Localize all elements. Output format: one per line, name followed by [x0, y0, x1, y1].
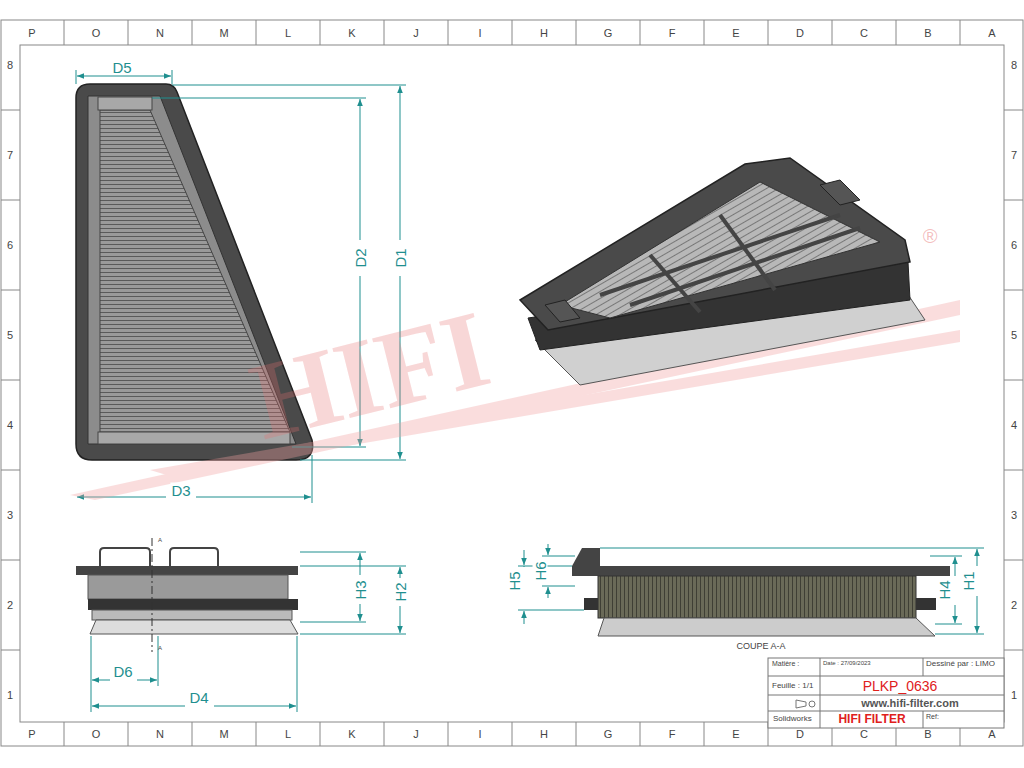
- grid-reference: L: [285, 729, 291, 740]
- dimension-label: H4: [937, 579, 952, 600]
- dimension-label: H3: [353, 579, 368, 600]
- grid-reference: I: [478, 729, 481, 740]
- grid-reference: D: [796, 729, 804, 740]
- grid-reference: K: [348, 28, 355, 39]
- title-block-text: Solidworks: [773, 715, 812, 723]
- grid-reference: B: [924, 729, 931, 740]
- grid-reference: H: [540, 28, 548, 39]
- grid-reference: 8: [1011, 60, 1017, 71]
- grid-reference: O: [92, 729, 101, 740]
- watermark: HIFI: [241, 293, 499, 457]
- grid-reference: 6: [1011, 240, 1017, 251]
- section-view: [572, 548, 950, 636]
- grid-reference: B: [924, 28, 931, 39]
- grid-reference: E: [732, 729, 739, 740]
- grid-reference: M: [219, 729, 228, 740]
- grid-reference: 2: [1011, 600, 1017, 611]
- watermark: ®: [923, 226, 938, 246]
- section-marker: A: [158, 645, 162, 651]
- grid-reference: F: [669, 28, 676, 39]
- grid-reference: 7: [7, 150, 13, 161]
- section-marker: A: [158, 537, 162, 543]
- grid-reference: M: [219, 28, 228, 39]
- isometric-view: [520, 158, 925, 385]
- title-block: [768, 658, 1004, 728]
- dimension-label: H6: [533, 560, 548, 581]
- grid-reference: 4: [7, 420, 13, 431]
- grid-reference: J: [413, 729, 419, 740]
- grid-reference: 2: [7, 600, 13, 611]
- dimension-label: D6: [112, 664, 133, 679]
- title-block-text: Ref:: [926, 713, 939, 720]
- grid-reference: 8: [7, 60, 13, 71]
- dimension-label: D1: [393, 247, 408, 268]
- grid-reference: H: [540, 729, 548, 740]
- grid-reference: 5: [1011, 330, 1017, 341]
- grid-reference: K: [348, 729, 355, 740]
- title-block-text: HIFI FILTER: [838, 713, 905, 725]
- dimension-lines: [518, 544, 984, 634]
- grid-reference: G: [604, 28, 613, 39]
- grid-reference: A: [988, 729, 995, 740]
- dimension-label: H2: [393, 581, 408, 602]
- grid-reference: G: [604, 729, 613, 740]
- section-title: COUPE A-A: [736, 642, 785, 651]
- grid-reference: E: [732, 28, 739, 39]
- grid-reference: 3: [7, 510, 13, 521]
- dimension-label: D4: [188, 690, 209, 705]
- grid-reference: 3: [1011, 510, 1017, 521]
- grid-reference: 1: [7, 690, 13, 701]
- dimension-label: H1: [961, 570, 976, 591]
- grid-reference: P: [28, 729, 35, 740]
- grid-reference: C: [860, 28, 868, 39]
- grid-reference: C: [860, 729, 868, 740]
- grid-reference: 4: [1011, 420, 1017, 431]
- dimension-lines: [91, 552, 406, 712]
- dimension-label: H5: [507, 570, 522, 591]
- grid-reference: D: [796, 28, 804, 39]
- title-block-text: Matière :: [772, 660, 799, 667]
- sheet-frame: [1, 20, 1023, 746]
- grid-reference: 5: [7, 330, 13, 341]
- title-block-text: www.hifi-filter.com: [861, 698, 958, 709]
- grid-reference: J: [413, 28, 419, 39]
- title-block-text: Feuille : 1/1: [772, 682, 813, 690]
- grid-reference: A: [988, 28, 995, 39]
- grid-reference: 6: [7, 240, 13, 251]
- dimension-label: D2: [353, 247, 368, 268]
- grid-reference: N: [156, 729, 164, 740]
- grid-reference: O: [92, 28, 101, 39]
- side-view: [76, 538, 298, 652]
- dimension-label: D5: [111, 60, 132, 75]
- grid-reference: F: [669, 729, 676, 740]
- title-block-text: PLKP_0636: [863, 679, 938, 693]
- grid-reference: P: [28, 28, 35, 39]
- title-block-text: Date : 27/09/2023: [823, 660, 871, 666]
- title-block-text: Dessiné par : LIMO: [926, 660, 995, 668]
- dimension-label: D3: [170, 483, 191, 498]
- grid-reference: 1: [1011, 690, 1017, 701]
- grid-reference: I: [478, 28, 481, 39]
- grid-reference: L: [285, 28, 291, 39]
- grid-reference: N: [156, 28, 164, 39]
- grid-reference: 7: [1011, 150, 1017, 161]
